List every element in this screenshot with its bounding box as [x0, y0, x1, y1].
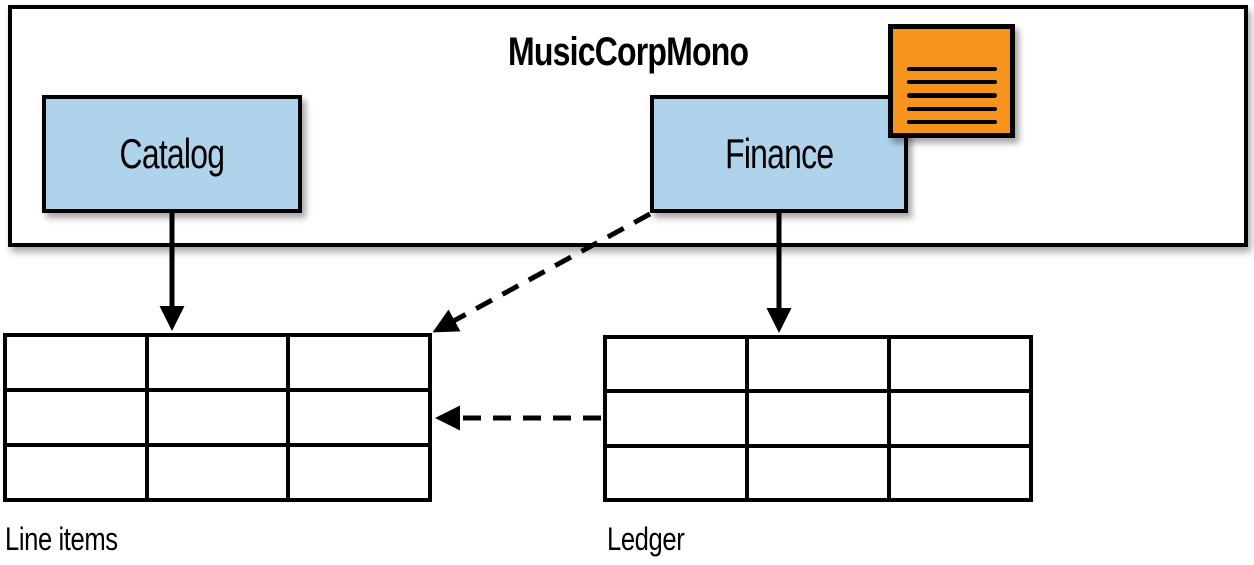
table-cell — [290, 447, 428, 498]
table-cell — [891, 447, 1029, 498]
table-cell — [7, 337, 145, 388]
finance-module-box: Finance — [650, 95, 908, 213]
line-items-table — [3, 333, 432, 502]
finance-module-label: Finance — [724, 130, 834, 177]
table-cell — [891, 339, 1029, 390]
line-items-table-label: Line items — [5, 521, 118, 557]
diagram-title-text: MusicCorpMono — [507, 30, 749, 74]
table-cell — [290, 337, 428, 388]
table-cell — [7, 392, 145, 443]
table-cell — [749, 447, 887, 498]
table-cell — [290, 392, 428, 443]
catalog-module-box: Catalog — [42, 95, 302, 213]
note-text-line — [906, 93, 997, 98]
ledger-table — [603, 335, 1033, 502]
catalog-module-label: Catalog — [119, 130, 225, 177]
table-cell — [891, 393, 1029, 444]
table-cell — [7, 447, 145, 498]
table-cell — [607, 393, 745, 444]
table-cell — [749, 339, 887, 390]
table-cell — [148, 392, 287, 443]
table-cell — [148, 337, 287, 388]
note-text-line — [906, 67, 997, 72]
note-icon — [888, 24, 1015, 138]
diagram-title: MusicCorpMono — [12, 30, 1244, 75]
table-cell — [607, 447, 745, 498]
table-cell — [148, 447, 287, 498]
note-text-line — [906, 106, 997, 111]
table-cell — [607, 339, 745, 390]
table-cell — [749, 393, 887, 444]
note-text-line — [906, 119, 997, 125]
ledger-table-label: Ledger — [607, 521, 685, 557]
note-text-line — [906, 80, 997, 85]
